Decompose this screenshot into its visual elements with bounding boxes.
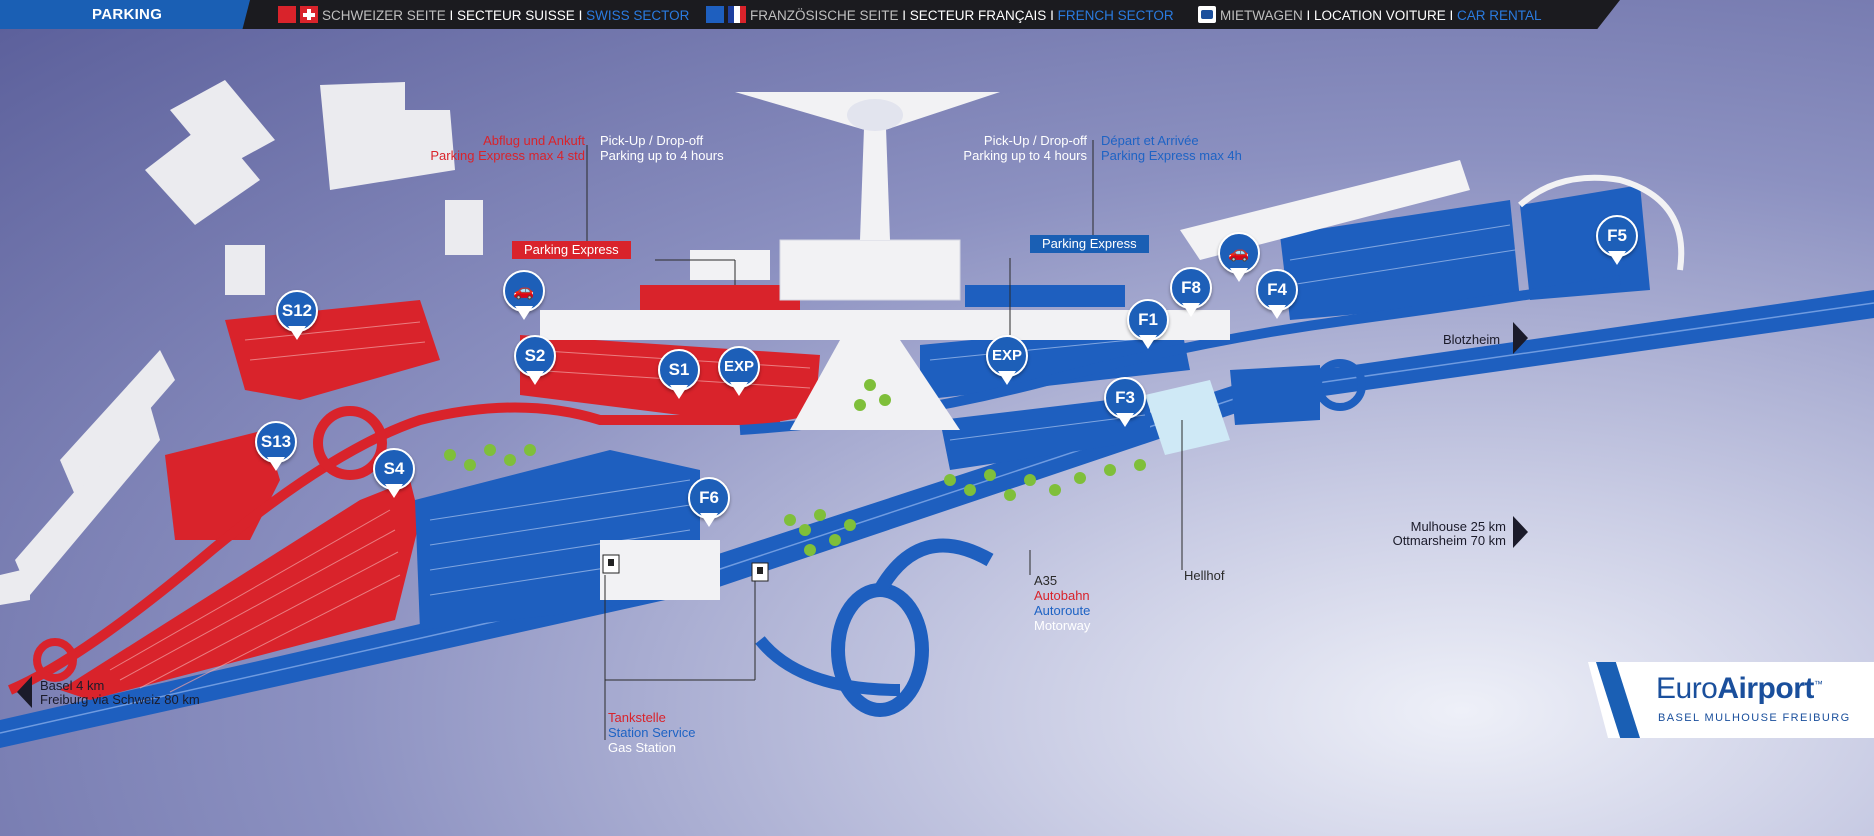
pin-s1[interactable]: S1 [658, 349, 700, 403]
gas-station-label: Tankstelle Station Service Gas Station [608, 710, 696, 755]
car-rental-icon [1198, 6, 1216, 23]
pin-s2[interactable]: S2 [514, 335, 556, 389]
swiss-terminal-strip [640, 285, 800, 310]
direction-freiburg: Freiburg via Schweiz 80 km [40, 692, 200, 707]
legend-bar [0, 0, 1620, 29]
car-rental-pin-swiss[interactable]: 🚗 [503, 270, 545, 324]
pin-f5[interactable]: F5 [1596, 215, 1638, 269]
a35-label: A35 Autobahn Autoroute Motorway [1034, 573, 1091, 633]
legend-swiss: SCHWEIZER SEITE I SECTEUR SUISSE I SWISS… [278, 6, 689, 23]
terminal-apron [540, 310, 1230, 340]
parking-express-french-label: Parking Express [1030, 235, 1149, 253]
pin-s13[interactable]: S13 [255, 421, 297, 475]
swiss-parking-s12 [225, 300, 440, 400]
parking-tab-label: PARKING [92, 6, 163, 23]
pin-f4[interactable]: F4 [1256, 269, 1298, 323]
pin-exp-swiss[interactable]: EXP [718, 346, 760, 400]
french-swatch [706, 6, 724, 23]
french-parking-f5 [1520, 185, 1650, 300]
french-flag-icon [728, 6, 746, 23]
parking-express-swiss-label: Parking Express [512, 241, 631, 259]
pin-exp-french[interactable]: EXP [986, 335, 1028, 389]
pin-f3[interactable]: F3 [1104, 377, 1146, 431]
swiss-swatch [278, 6, 296, 23]
terminal-pier [860, 100, 890, 240]
direction-ottmarsheim: Ottmarsheim 70 km [1392, 533, 1506, 548]
car-rental-icon: 🚗 [1218, 232, 1260, 274]
pin-f1[interactable]: F1 [1127, 299, 1169, 353]
french-parking-hellhof [1230, 365, 1320, 425]
legend-french: FRANZÖSISCHE SEITE I SECTEUR FRANÇAIS I … [706, 6, 1174, 23]
arrow-mulhouse [1513, 516, 1528, 548]
arrow-blotzheim [1513, 322, 1528, 354]
legend-rental: MIETWAGEN I LOCATION VOITURE I CAR RENTA… [1198, 6, 1542, 23]
pin-f8[interactable]: F8 [1170, 267, 1212, 321]
french-parking-f3 [940, 395, 1150, 470]
direction-mulhouse: Mulhouse 25 km [1410, 519, 1506, 534]
direction-basel: Basel 4 km [40, 678, 105, 693]
swiss-parking-s4 [60, 480, 420, 700]
terminal-building [779, 239, 961, 301]
motorway-a35 [0, 290, 1874, 748]
pin-s12[interactable]: S12 [276, 290, 318, 344]
direction-blotzheim: Blotzheim [1443, 332, 1501, 347]
car-rental-pin-french[interactable]: 🚗 [1218, 232, 1260, 286]
french-roundabout [1314, 359, 1366, 411]
building-block [15, 405, 160, 595]
arrow-basel [17, 676, 32, 708]
parking-tab[interactable]: PARKING [0, 0, 250, 29]
hellhof-pond [1145, 380, 1230, 455]
euroairport-logo: EuroAirport™ BASEL MULHOUSE FREIBURG [1588, 662, 1874, 738]
french-parking-f4 [1280, 200, 1520, 320]
hellhof-label: Hellhof [1184, 568, 1225, 583]
swiss-flag-icon [300, 6, 318, 23]
trees [444, 379, 1146, 556]
swiss-access-road [8, 402, 780, 695]
pin-f6[interactable]: F6 [688, 477, 730, 531]
pin-s4[interactable]: S4 [373, 448, 415, 502]
swiss-roundabout [313, 406, 387, 480]
